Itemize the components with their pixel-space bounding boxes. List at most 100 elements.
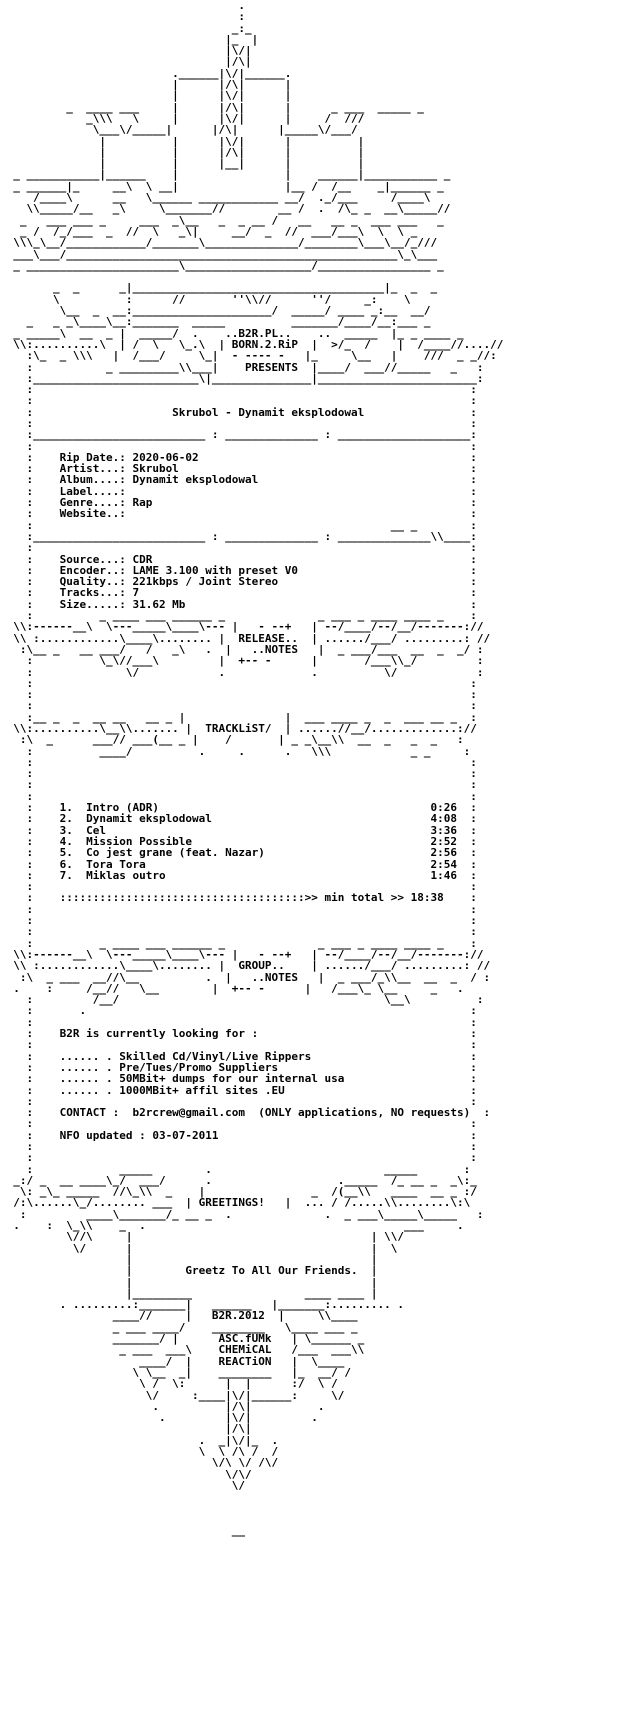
nfo-line: : : [0,676,477,690]
nfo-line: : ...... . 50MBit+ dumps for our interna… [0,1072,477,1086]
nfo-line: : Label....: : [0,484,477,498]
nfo-line: : 1. Intro (ADR) 0:26 : [0,801,477,815]
nfo-line: _ _______________________\______________… [0,258,444,272]
nfo-line: \ / \: | | :/ \ / [0,1377,338,1391]
nfo-line: : : [0,789,477,803]
nfo-line: _ ____ ___ | |/\| | _ ___ _____ _ [0,100,424,114]
nfo-line: : : [0,541,477,555]
nfo-line: \ \__ _| ________ |_ __/ / [0,1365,351,1379]
nfo-line: |\/| [0,44,252,58]
nfo-line: | | [0,1252,378,1266]
nfo-line: : NFO updated : 03-07-2011 : [0,1128,477,1142]
nfo-line: /____\ __ \______ ____________ __/ ._/__… [0,191,431,205]
nfo-line: _:_ [0,21,252,35]
nfo-line: : \/ . . \/ : [0,665,484,679]
nfo-line: : : [0,1139,477,1153]
nfo-line: : : [0,755,477,769]
nfo-line: _ ___ ___\ CHEMiCAL /___ ___\\ [0,1343,365,1357]
nfo-line: | |\/| | [0,89,292,103]
nfo-line: . |/\| . [0,1399,325,1413]
nfo-line: : : [0,699,477,713]
nfo-line: : ...... . Pre/Tues/Promo Suppliers : [0,1060,477,1074]
nfo-line: |_ | [0,32,259,46]
nfo-line: : 6. Tora Tora 2:54 : [0,857,477,871]
nfo-line: \ : // ''\\// ''/ _: \ [0,292,411,306]
nfo-line: : : [0,383,477,397]
nfo-line: . : \_\\ _ . ___ . [0,1219,464,1233]
nfo-line: : ____/ . . . \\\ _ _ : [0,744,471,758]
nfo-line: : : [0,914,477,928]
nfo-line: : ____\_______/_ __ _ . . _ ___\_____\__… [0,1207,484,1221]
nfo-line: \\ :............\____\........ | GROUP..… [0,959,491,973]
nfo-line: | | |/\| | | [0,145,365,159]
nfo-line: _ _ _|__________________________________… [0,281,438,295]
nfo-line: . _|\/|_ . [0,1433,279,1447]
nfo-line: : _ ____ ___ ______ _ _ ___ _ ____ ____ … [0,936,477,950]
nfo-line: \/\ \/ /\/ [0,1456,279,1470]
nfo-line: :_________________________\|____________… [0,371,484,385]
nfo-line: | | [0,1275,378,1289]
nfo-line: :__________________________ : __________… [0,529,477,543]
nfo-line: : : [0,1038,477,1052]
nfo-line: _ _ _\____\__:_______ _____ _______/____… [0,315,431,329]
nfo-line: : [0,10,246,24]
nfo-line: : CONTACT : b2rcrew@gmail.com (ONLY appl… [0,1106,491,1120]
nfo-line: : : [0,1117,477,1131]
nfo-line: _ ______|_ __\ \ __| |__ / /__ _|______ … [0,179,444,193]
nfo-line: | | |\/| | | [0,134,365,148]
nfo-line: : : [0,394,477,408]
nfo-line: : B2R is currently looking for : : [0,1027,477,1041]
nfo-line: : : [0,688,477,702]
nfo-line: _ ___ ___ _ ___ _\__ _ _ __ / __ __ _ __… [0,213,444,227]
nfo-line: :\ _ ___ __//\__ . | ..NOTES | _ ___/_\\… [0,970,491,984]
nfo-line: \\:------__\ \---_____\____\--- | - --+ … [0,620,484,634]
nfo-line: \\:------__\ \---_____\____\--- | - --+ … [0,947,484,961]
nfo-line: . [0,0,246,12]
nfo-line: : Rip Date.: 2020-06-02 : [0,450,477,464]
nfo-line: \/ [0,1478,246,1492]
nfo-line: : Skrubol - Dynamit eksplodowal : [0,405,477,419]
nfo-line: _______/ | ASC.fUMk | \______ _ [0,1332,365,1346]
nfo-line: |_________ ____ ____ | [0,1286,378,1300]
nfo-line: |/\| [0,55,252,69]
nfo-line: _ _____\ __ _ | _____/ . ..B2R.PL.. .. _… [0,326,464,340]
nfo-line: _:/ _ __ ____\_/ ___/ . ._____ /_ __ _ _… [0,1173,477,1187]
nfo-line: | |/\| | [0,78,292,92]
nfo-line: /:\......\_/........ ___ | GREETINGS! | … [0,1196,471,1210]
nfo-line: _ ___ ____/ ________ \____ ___ _ [0,1320,358,1334]
nfo-line: : 7. Miklas outro 1:46 : [0,868,477,882]
nfo-line: : : [0,439,477,453]
nfo-line: \: _\_ _____ //\_\\ _ | _ /(__\\ ____ __… [0,1185,477,1199]
nfo-line: : : [0,880,477,894]
nfo-line: . |\/| . [0,1411,318,1425]
nfo-line: : _____ . _____ : [0,1162,471,1176]
nfo-line: : : [0,1015,477,1029]
nfo-line: : ...... . 1000MBit+ affil sites .EU : [0,1083,477,1097]
nfo-line: : : [0,902,477,916]
nfo-line: . : /__// \__ | +-- - | /___\_ \__ _ . [0,981,464,995]
nfo-line: : _ ____ ___ ______ _ _ ___ _ ____ ____ … [0,609,477,623]
nfo-line: : 3. Cel 3:36 : [0,823,477,837]
nfo-line: :__ _ _ __ __ __ _ | | ___ ____ _ _ ___ … [0,710,477,724]
nfo-line: : /__/ \__\ : [0,993,484,1007]
nfo-line: . .........:_______| ______ |_______:...… [0,1298,404,1312]
nfo-line: : Website..: : [0,507,477,521]
nfo-line: ____// | B2R.2012 | \\____ [0,1309,358,1323]
nfo-line: : 5. Co jest grane (feat. Nazar) 2:56 : [0,846,477,860]
nfo-line: : : [0,767,477,781]
nfo-line: \__ _ __:_____________________/ _____/ _… [0,304,431,318]
nfo-line: \/ | | \ [0,1241,398,1255]
nfo-line: : Encoder..: LAME 3.100 with preset V0 : [0,563,477,577]
nfo-line: ___\___/________________________________… [0,247,438,261]
nfo-line: : : [0,416,477,430]
nfo-line: \\:..........\ | / \ \_.\ | BORN.2.RiP |… [0,337,504,351]
nfo-line: : Size.....: 31.62 Mb : [0,597,477,611]
nfo-line: : Genre....: Rap : [0,496,477,510]
nfo-line: _ / /_/___ _ // \ _\| __/ _ // ___/___\ … [0,224,418,238]
nfo-line: \___\/_____| |/\| |_____\/___/ [0,123,358,137]
nfo-line: : 4. Mission Possible 2:52 : [0,834,477,848]
nfo-line: : __ _ : [0,518,477,532]
nfo-line: __ [0,1524,246,1538]
nfo-line: : 2. Dynamit eksplodowal 4:08 : [0,812,477,826]
nfo-line: .______|\/|______. [0,66,292,80]
